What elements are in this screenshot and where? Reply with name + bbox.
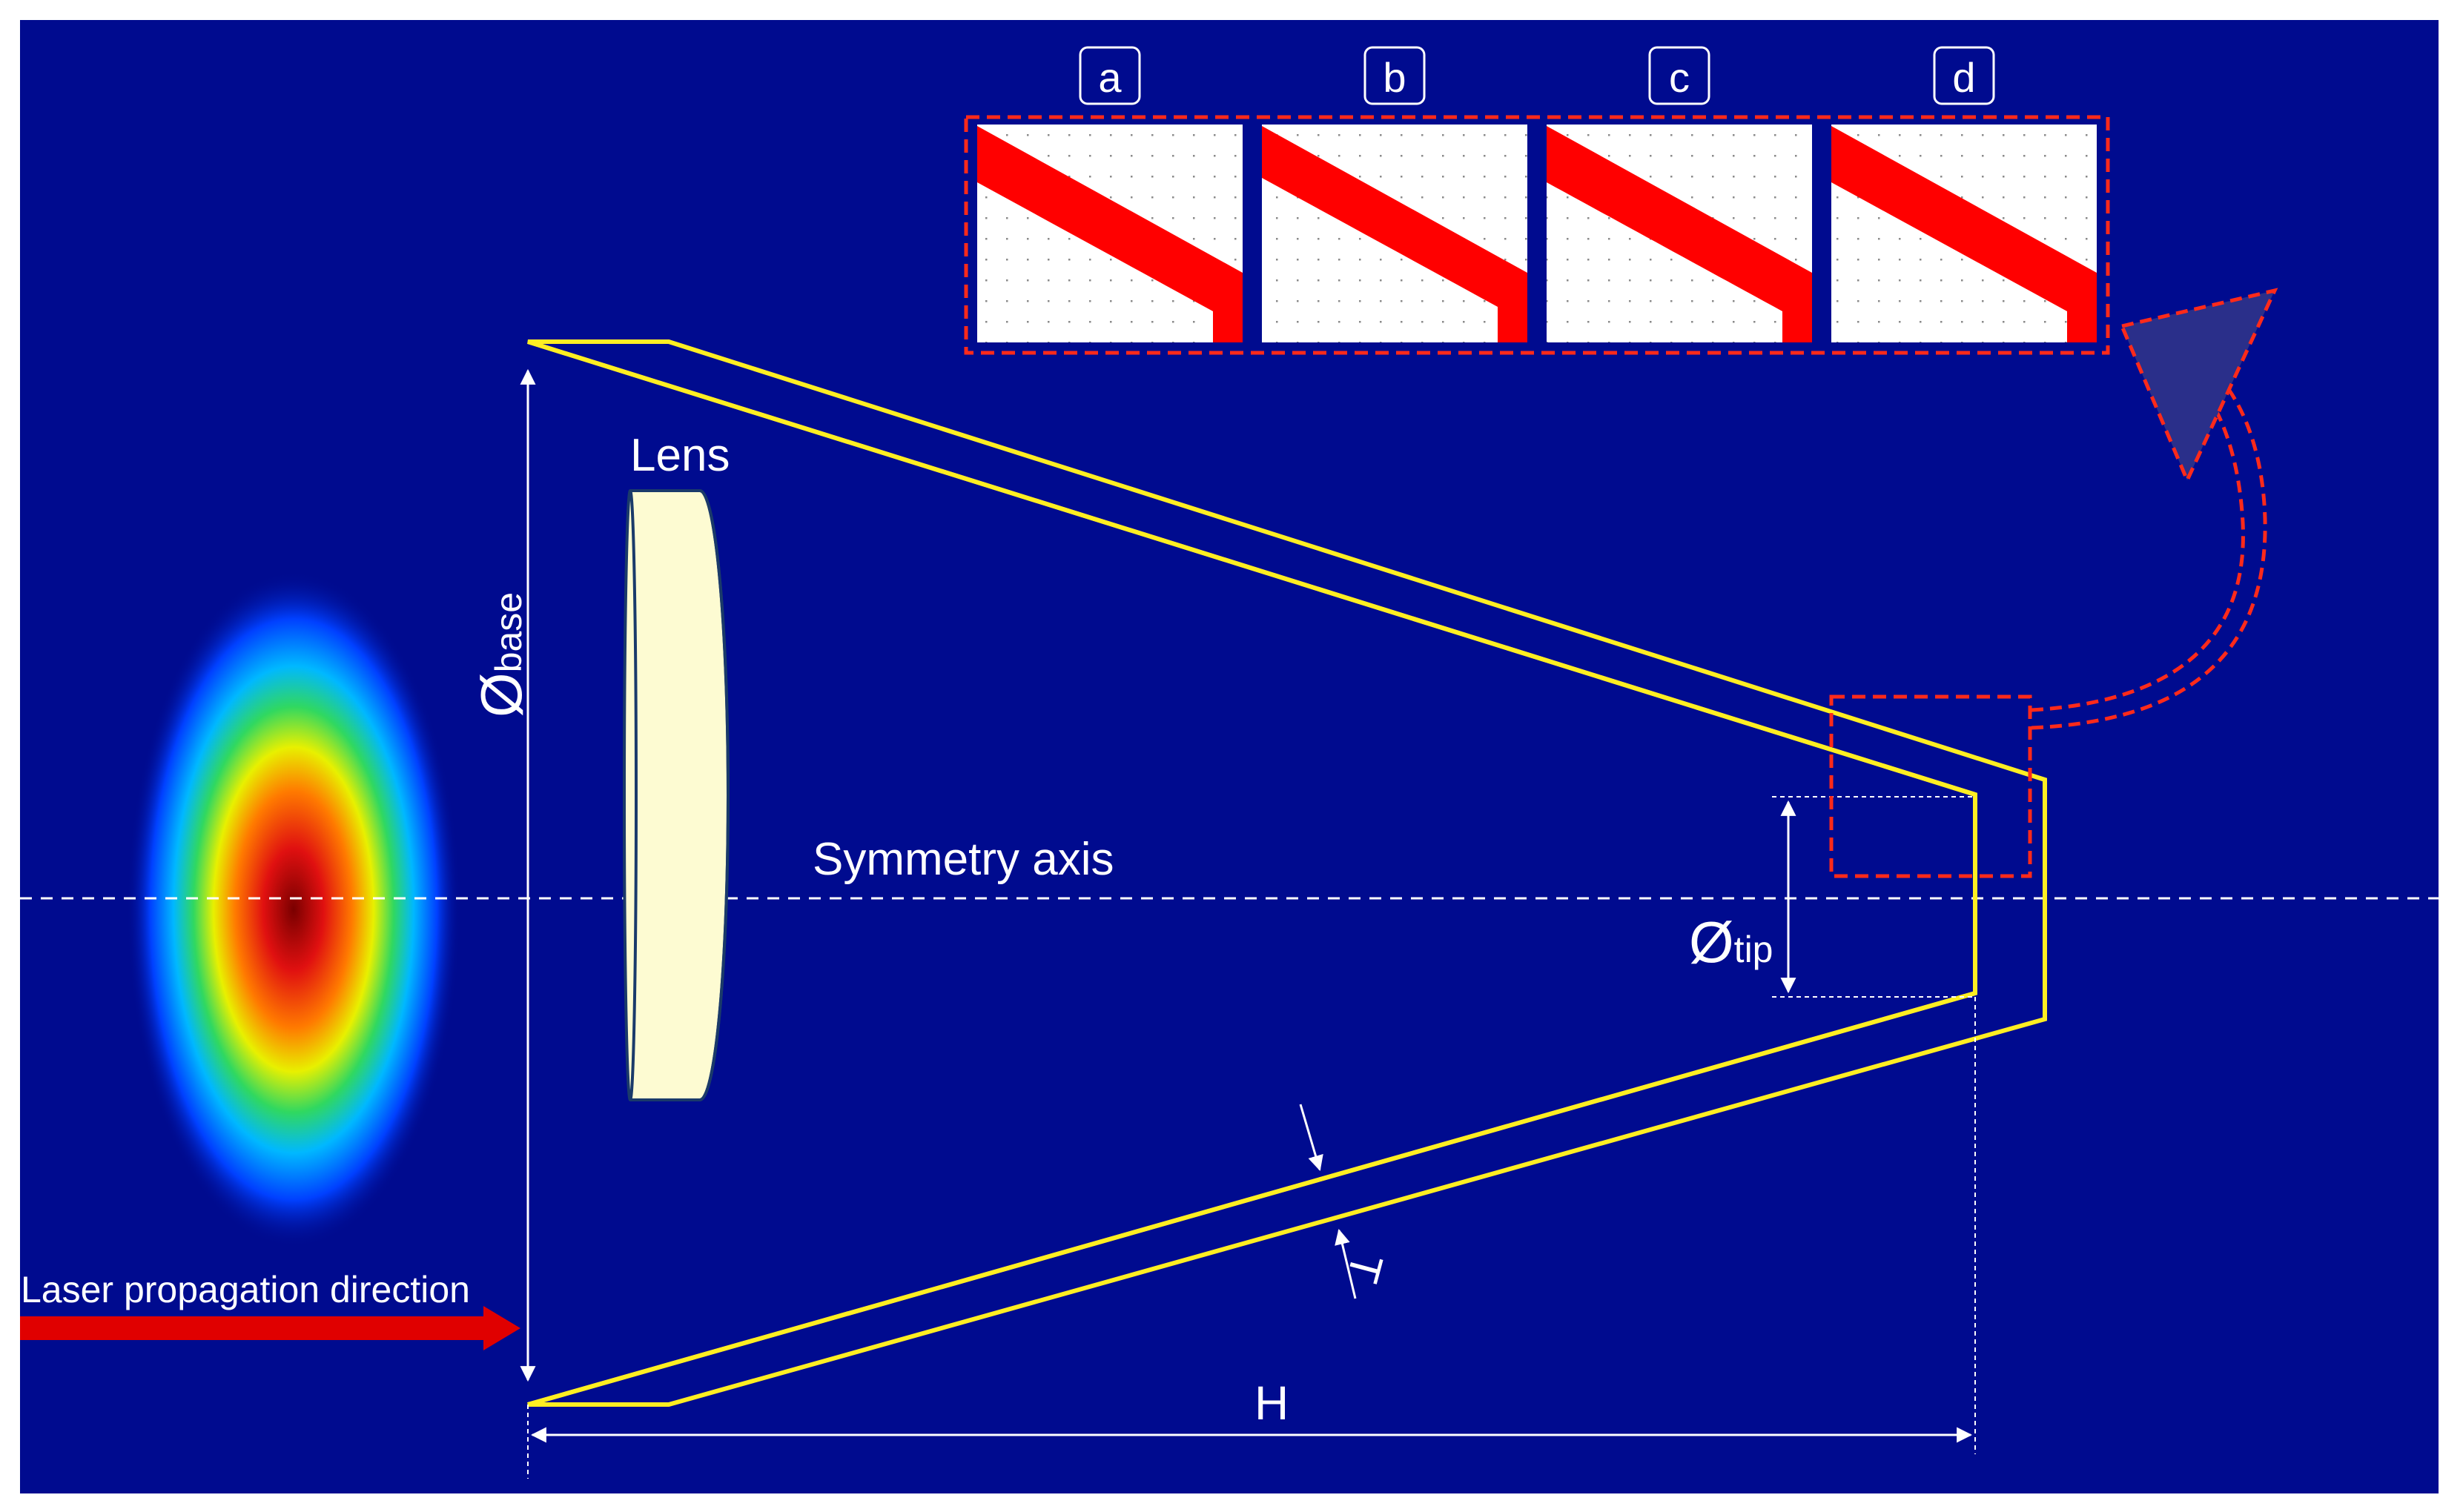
inset-panel-b: b: [1262, 46, 1527, 342]
lens-label: Lens: [630, 430, 730, 481]
lens: [623, 489, 730, 1101]
laser-direction-label: Laser propagation direction: [21, 1269, 470, 1310]
inset-panel-profile: [977, 126, 1243, 342]
inset-panel-label-box: [1079, 46, 1141, 105]
symmetry-axis-label: Symmetry axis: [813, 834, 1114, 885]
inset-strip-frame: [964, 115, 2110, 355]
inset-panel-label: a: [1098, 54, 1122, 101]
cone-outline: [527, 339, 2047, 1407]
tip-diameter-label: Øtip: [1689, 909, 1773, 975]
tip-diameter-subscript: tip: [1734, 929, 1773, 970]
cone-inner-edge-top: [527, 339, 1976, 797]
inset-panel-label: c: [1669, 54, 1690, 101]
laser-beam-profile: [127, 571, 460, 1247]
inset-panel-profile: [1831, 126, 2097, 342]
base-diameter-subscript: base: [488, 592, 529, 672]
inset-panel-label: b: [1383, 54, 1406, 101]
inset-panel-c: c: [1547, 46, 1812, 342]
cone-inner-edge-bottom: [527, 991, 1976, 1407]
inset-panel-profile: [1547, 126, 1812, 342]
connector-arrowhead: [2119, 288, 2278, 485]
tip-diameter-symbol: Ø: [1689, 909, 1734, 975]
inset-panels: a b c d: [977, 46, 2097, 342]
zoom-region-box: [1829, 694, 2032, 878]
inset-panel-a: a: [977, 46, 1243, 342]
base-diameter-label: Øbase: [469, 592, 534, 717]
inset-panel-label-box: [1648, 46, 1710, 105]
inset-panel-profile: [1262, 126, 1527, 342]
thickness-arrow-top: [1299, 1104, 1323, 1172]
connector-curve-outer: [2031, 369, 2267, 730]
inset-panel-label-box: [1933, 46, 1995, 105]
inset-panel-d: d: [1831, 46, 2097, 342]
inset-panel-label: d: [1952, 54, 1975, 101]
connector-curve-inner: [2031, 384, 2245, 712]
inset-panel-label-box: [1363, 46, 1426, 105]
height-label: H: [1254, 1376, 1289, 1430]
base-diameter-symbol: Ø: [469, 672, 534, 717]
thickness-arrow-bottom: [1335, 1228, 1357, 1299]
laser-direction-arrow: [20, 1306, 520, 1350]
